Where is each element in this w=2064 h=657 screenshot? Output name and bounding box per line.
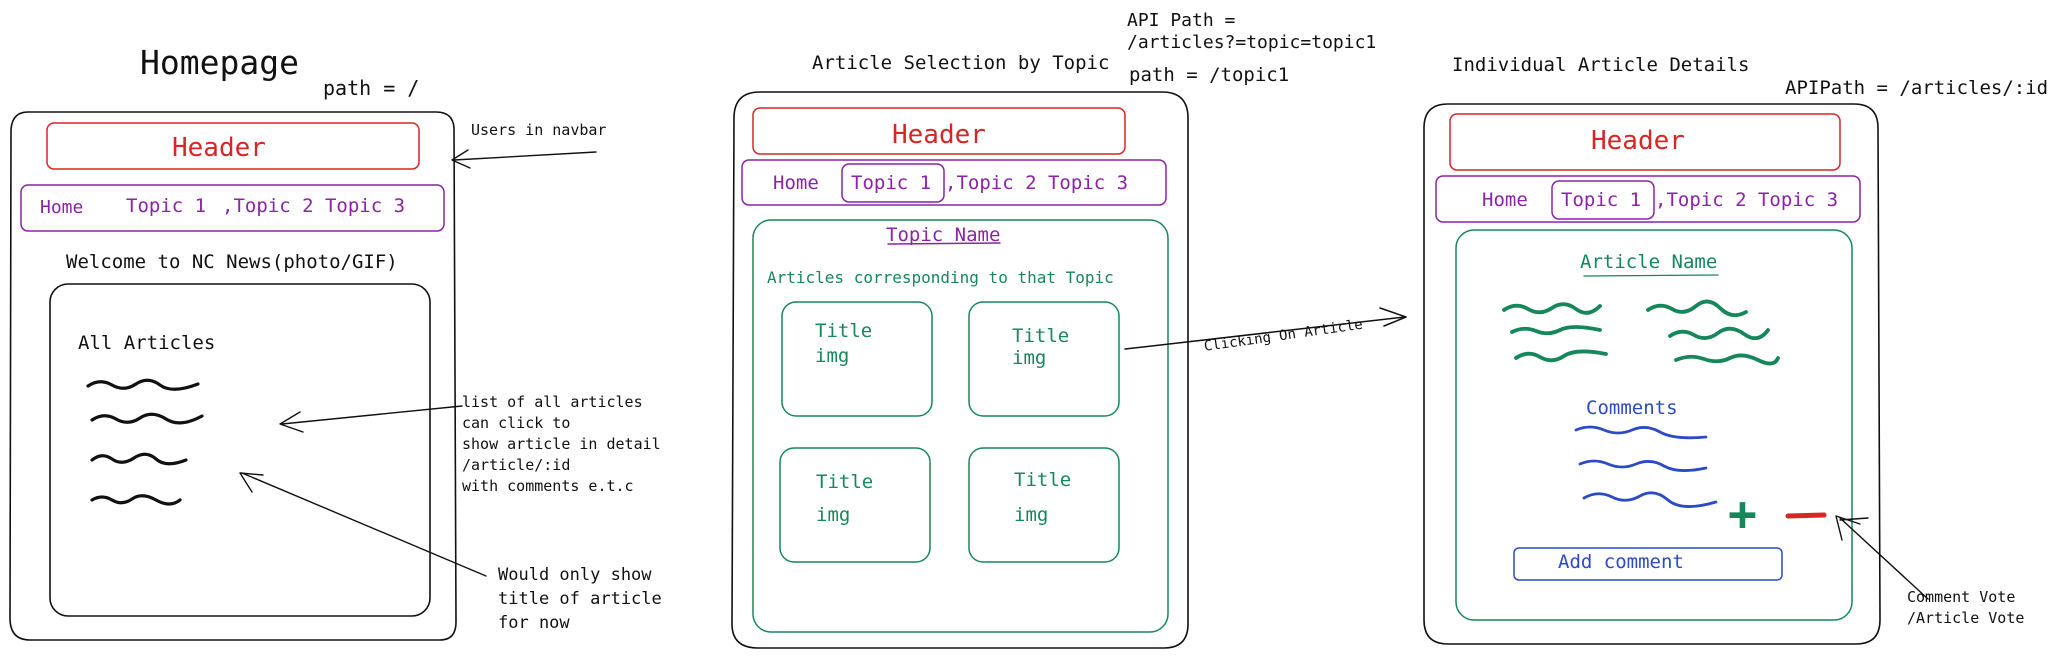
clicking-article-arrow [1124,307,1407,350]
topic-nav-other-topics[interactable]: ,Topic 2 Topic 3 [945,172,1129,194]
topic-card-title[interactable]: Title [816,471,874,493]
homepage-frame [9,111,457,641]
homepage-nav-other-topics[interactable]: ,Topic 2 Topic 3 [222,195,406,217]
article-header-box [1449,113,1841,171]
navbar-note-arrow [451,149,597,169]
topic-page-frame [731,91,1189,649]
topic-name-underline [887,242,1001,245]
comments-heading: Comments [1586,397,1678,419]
article-content-box [1455,229,1853,621]
topic-card-img: img [1012,347,1047,369]
title-only-note-line: title of article [498,589,662,609]
topic-page-title: Article Selection by Topic [812,52,1110,74]
upvote-icon[interactable]: + [1728,486,1757,542]
article-header-label: Header [1591,126,1685,156]
homepage-path-label: path = / [323,76,420,100]
add-comment-box [1513,547,1783,581]
article-name-underline [1583,274,1719,277]
topic-content-box [752,219,1169,633]
homepage-article-scribbles [86,378,204,506]
topic-card-box [779,447,931,563]
article-nav-topic1[interactable]: Topic 1 [1561,189,1642,211]
article-nav-active-box [1551,180,1655,220]
homepage-title: Homepage [140,43,299,82]
article-list-note-line: list of all articles [462,393,643,411]
topic-api-path-line: API Path = [1127,10,1236,31]
topic-card-img: img [816,504,851,526]
article-nav-home[interactable]: Home [1482,189,1528,211]
topic-nav-topic1[interactable]: Topic 1 [851,172,932,194]
topic-card-title[interactable]: Title [1014,469,1072,491]
title-only-note-line: Would only show [498,565,652,585]
article-list-note-line: /article/:id [462,456,571,474]
topic-path-label: path = /topic1 [1129,64,1290,86]
topic-card-title[interactable]: Title [1012,325,1070,347]
vote-note-line: Comment Vote [1907,588,2016,606]
article-api-path-label: APIPath = /articles/:id [1785,77,2049,99]
topic-nav-box [741,159,1167,206]
title-only-note-line: for now [498,613,570,633]
topic-articles-subtitle: Articles corresponding to that Topic [767,268,1114,287]
topic-nav-home[interactable]: Home [773,172,819,194]
add-comment-label[interactable]: Add comment [1558,551,1684,573]
homepage-header-label: Header [172,133,266,163]
homepage-nav-home[interactable]: Home [40,197,84,218]
topic-card-img: img [815,345,850,367]
article-nav-box [1435,175,1861,223]
article-body-scribbles [1502,299,1780,366]
topic-card-title[interactable]: Title [815,320,873,342]
topic-card-box [968,301,1120,417]
homepage-all-articles-heading: All Articles [78,332,216,354]
article-list-note-line: can click to [462,414,571,432]
article-name-heading: Article Name [1580,251,1718,273]
comment-scribbles [1574,425,1718,508]
article-nav-other-topics[interactable]: ,Topic 2 Topic 3 [1655,189,1839,211]
article-page-title: Individual Article Details [1452,54,1750,76]
topic-nav-active-box [841,163,945,203]
topic-header-label: Header [892,120,986,150]
list-note-arrow [279,405,463,433]
article-list-note-line: show article in detail [462,435,661,453]
homepage-nav-topic1[interactable]: Topic 1 [126,195,207,217]
topic-card-img: img [1014,504,1049,526]
title-note-arrow [239,472,487,577]
vote-note-line: /Article Vote [1907,609,2025,627]
topic-card-box [968,447,1120,563]
topic-api-path-line: /articles?=topic=topic1 [1127,32,1377,53]
downvote-icon [1785,512,1827,519]
vote-note-arrow [1835,515,1929,600]
homepage-welcome-text: Welcome to NC News(photo/GIF) [66,251,398,273]
homepage-articles-box [49,283,431,617]
navbar-note: Users in navbar [471,121,607,139]
topic-card-box [781,301,933,417]
topic-name-heading: Topic Name [886,224,1001,246]
topic-header-box [752,107,1126,155]
homepage-header-box [46,122,420,170]
article-page-frame [1423,103,1881,645]
homepage-nav-box [20,184,445,232]
article-list-note-line: with comments e.t.c [462,477,634,495]
